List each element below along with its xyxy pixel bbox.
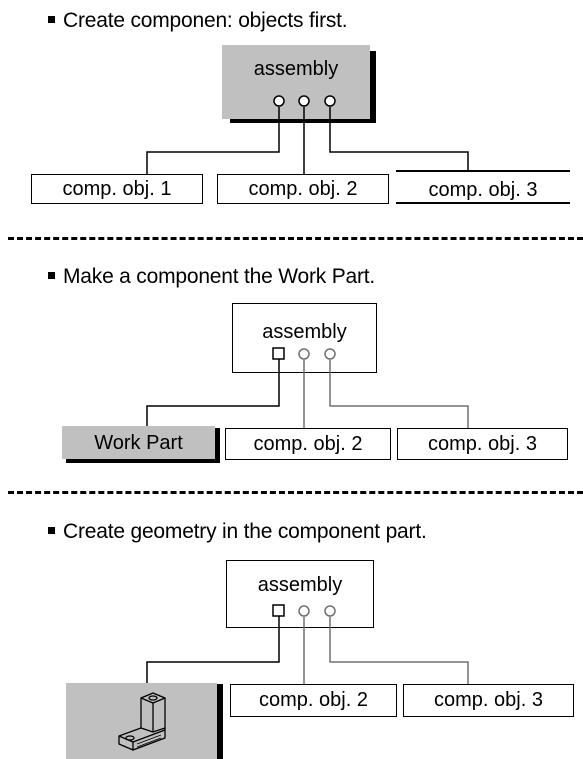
- connector-line-1: [146, 359, 280, 428]
- instruction-3-text: Create geometry in the component part.: [63, 520, 427, 543]
- component-label: comp. obj. 2: [259, 689, 368, 711]
- assembly-label: assembly: [253, 58, 339, 80]
- connectors-2: [146, 347, 469, 428]
- assembly-shadow: [370, 51, 376, 123]
- component-label: comp. obj. 2: [253, 433, 363, 455]
- connector-line-3: [329, 360, 469, 428]
- connector-line-1: [146, 616, 280, 684]
- component-box-3: comp. obj. 3: [396, 170, 570, 204]
- connector-line-1: [146, 107, 280, 174]
- component-label: Work Part: [94, 432, 183, 454]
- instruction-2: Make a component the Work Part.: [48, 264, 375, 290]
- bullet-icon: [48, 15, 55, 23]
- work-part-shadow: [66, 459, 220, 463]
- port-circle: [273, 95, 285, 107]
- assembly-label: assembly: [257, 574, 343, 596]
- instruction-1-text: Create componen: objects first.: [63, 9, 348, 32]
- instruction-2-text: Make a component the Work Part.: [63, 265, 376, 288]
- work-part-shadow: [215, 428, 220, 463]
- work-part-box: Work Part: [62, 426, 215, 459]
- port-circle: [298, 348, 310, 360]
- component-box-2: comp. obj. 2: [217, 174, 389, 204]
- component-box-3: comp. obj. 3: [403, 684, 574, 717]
- component-box-2: comp. obj. 2: [225, 428, 391, 460]
- component-label: comp. obj. 2: [248, 178, 358, 200]
- instruction-3: Create geometry in the component part.: [48, 519, 427, 545]
- assembly-node-1: assembly: [222, 45, 370, 119]
- component-label: comp. obj. 3: [428, 433, 537, 455]
- component-box-1: comp. obj. 1: [31, 174, 203, 204]
- work-part-port-square: [272, 604, 285, 617]
- connector-line-3: [329, 107, 469, 170]
- assembly-shadow: [230, 118, 376, 123]
- component-label: comp. obj. 3: [428, 179, 538, 201]
- port-circle: [298, 605, 310, 617]
- component-label: comp. obj. 3: [434, 689, 543, 711]
- section-divider: [8, 237, 583, 240]
- port-circle: [324, 95, 336, 107]
- section-divider: [8, 491, 583, 494]
- l-bracket-part-icon: [118, 692, 166, 751]
- assembly-node-3: assembly: [226, 560, 374, 628]
- component-label: comp. obj. 1: [62, 178, 172, 200]
- connectors-1: [146, 95, 469, 174]
- connector-line-3: [329, 617, 469, 684]
- assembly-label: assembly: [262, 321, 347, 343]
- port-circle: [298, 95, 310, 107]
- component-box-3: comp. obj. 3: [397, 428, 568, 460]
- bullet-icon: [48, 526, 55, 534]
- port-circle: [324, 605, 336, 617]
- component-box-2: comp. obj. 2: [230, 684, 397, 717]
- work-part-geometry-box: [66, 683, 217, 759]
- instruction-1: Create componen: objects first.: [48, 8, 348, 34]
- work-part-shadow: [217, 684, 223, 759]
- port-circle: [324, 348, 336, 360]
- bullet-icon: [48, 271, 55, 279]
